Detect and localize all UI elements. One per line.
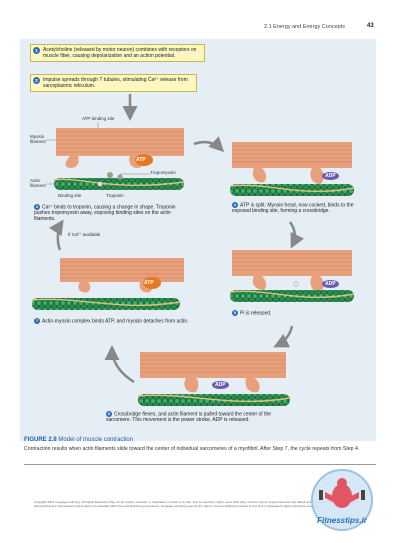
step-2-number: 2 [33,77,40,84]
figure-caption-title: FIGURE 2.8 Model of muscle contraction [24,437,133,443]
arrow-6-to-7 [104,345,135,384]
step-3-text: Ca²⁺ binds to troponin, causing a change… [34,204,176,223]
myosin-head [65,156,79,168]
label-atp-binding-site: ATP binding site [82,116,115,121]
panel-step-7 [31,258,184,310]
step-6-number: 6 [106,411,112,417]
step-1-text: Acetylcholine (released by motor neuron)… [43,47,197,59]
step-4-number: 4 [232,202,238,208]
atp-molecule-7 [143,277,161,289]
arrow-5-to-6 [273,325,294,348]
label-ca-available: If Ca²⁺ available [68,232,101,237]
page-number: 43 [367,23,374,29]
label-actin-filament: Actin filament [30,178,46,188]
step-7-number: 7 [34,318,40,324]
step-1-number: 1 [33,47,40,54]
label-tropomyosin: Tropomyosin [150,170,176,175]
step-7-text: Actin-myosin complex binds ATP, and myos… [42,318,189,325]
adp-badge-5: ADP [322,280,339,288]
adp-badge-6: ADP [212,381,229,389]
step-5-text: Pi is released. [240,310,272,317]
step-3-number: 3 [34,204,40,210]
panel-step-6 [137,352,291,406]
arrow-7-to-3 [49,219,64,251]
figure-caption-body: Contraction results when actin filaments… [24,446,360,452]
step-2-callout: 2 Impulse spreads through T tubules, sti… [30,74,197,92]
running-header: 2.1 Energy and Energy Concepts [264,24,346,30]
divider [24,464,376,465]
atp-molecule [135,154,153,166]
panel-step-3 [53,128,185,190]
fitnesstips-logo: Fitnesstips.ir [311,469,373,531]
step-5-number: 5 [232,310,238,316]
step-6-text: Crossbridge flexes, and actin filament i… [106,411,272,424]
atp-label-7: ATP [144,280,154,286]
adp-badge-4: ADP [322,172,339,180]
arrow-3-to-4 [193,136,225,153]
arrow-4-to-5 [288,221,305,249]
step-4-text: ATP is split. Myosin head, now cocked, b… [232,202,354,215]
label-myosin-filament: Myosin filament [30,134,46,144]
copyright-notice: Copyright 2021 Cengage Learning. All Rig… [34,500,360,508]
figure-title: Model of muscle contraction [58,437,134,443]
panel-step-5 [229,250,355,302]
figure-number: FIGURE 2.8 [24,437,57,443]
atp-label: ATP [136,157,146,163]
step-2-text: Impulse spreads through T tubules, stimu… [43,77,188,89]
label-troponin: Troponin [106,193,124,198]
label-binding-site: Binding site [58,193,82,198]
step-1-callout: 1 Acetylcholine (released by motor neuro… [30,44,205,62]
panel-step-4 [229,142,355,196]
watermark-text: Fitnesstips.ir [317,516,368,525]
